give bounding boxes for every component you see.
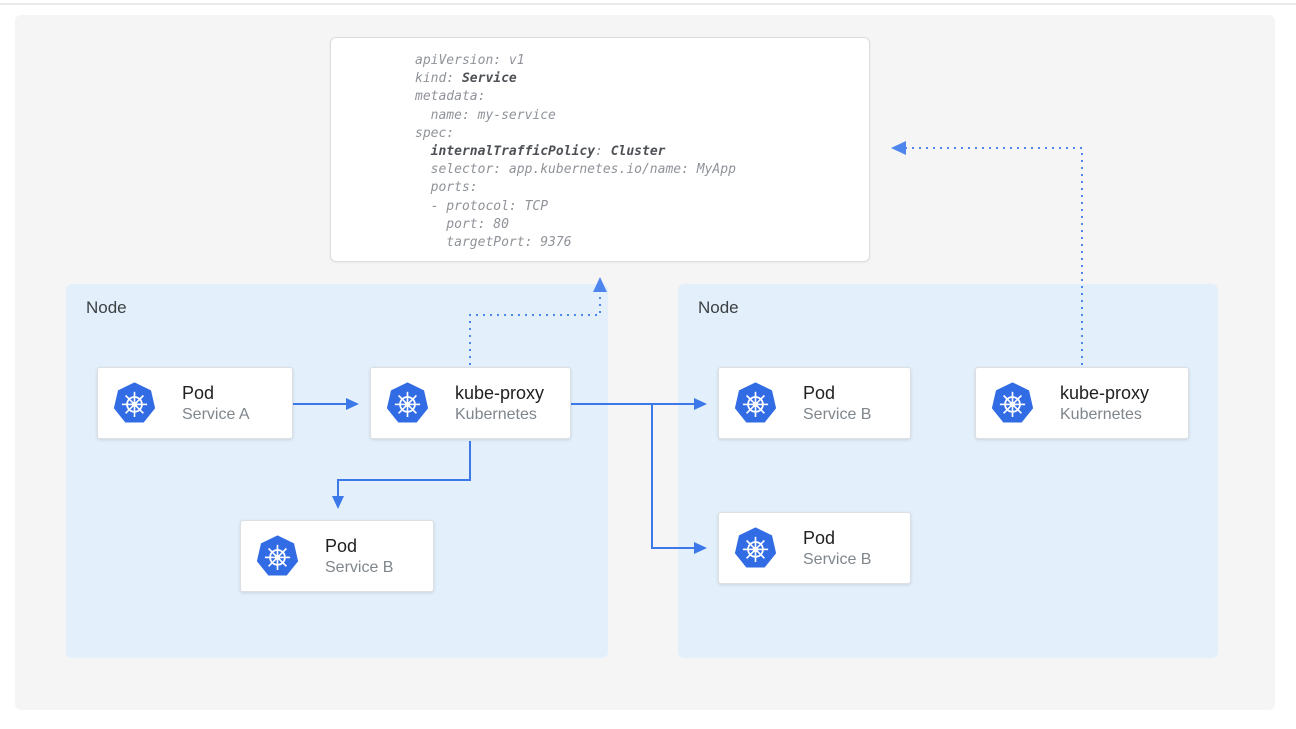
kube-proxy-right-box: kube-proxy Kubernetes [975,367,1189,439]
yaml-line: selector: app.kubernetes.io/name: MyApp [415,162,736,178]
pod-service-b-right-top-box: Pod Service B [718,367,911,439]
kubernetes-icon [990,381,1035,426]
kube-proxy-subtitle: Kubernetes [455,405,537,423]
pod-subtitle: Service B [803,550,872,568]
yaml-line: apiVersion: v1 [415,53,525,68]
yaml-line: name: my-service [415,107,556,123]
pod-service-a-box: Pod Service A [97,367,293,439]
yaml-line: - protocol: TCP [415,198,549,214]
pod-title: Pod [325,535,358,556]
pod-title: Pod [182,382,215,403]
node-label: Node [698,298,739,317]
yaml-line: port: 80 [415,216,509,232]
kube-proxy-title: kube-proxy [455,382,545,403]
kube-proxy-subtitle: Kubernetes [1060,405,1142,423]
kubernetes-icon [255,534,300,579]
node-label: Node [86,298,127,317]
pod-title: Pod [803,527,836,548]
kubernetes-icon [733,381,778,426]
page-top-divider [0,3,1296,5]
yaml-line: metadata: [415,89,486,105]
pod-title: Pod [803,382,836,403]
pod-service-b-left-box: Pod Service B [240,520,434,592]
yaml-line: ports: [415,180,478,196]
node-left: Node [66,284,608,658]
pod-service-b-right-bottom-box: Pod Service B [718,512,911,584]
yaml-line: spec: [415,125,455,141]
node-right: Node [678,284,1218,658]
service-yaml-card: apiVersion: v1 kind: Service metadata: n… [330,37,870,262]
kubernetes-icon [385,381,430,426]
yaml-line: kind: Service [415,71,517,87]
kube-proxy-title: kube-proxy [1060,382,1150,403]
kube-proxy-left-box: kube-proxy Kubernetes [370,367,571,439]
yaml-line: targetPort: 9376 [415,235,572,251]
pod-subtitle: Service A [182,405,250,423]
pod-subtitle: Service B [325,558,394,576]
yaml-line-internal-traffic-policy: internalTrafficPolicy: Cluster [430,144,666,160]
kubernetes-icon [733,526,778,571]
pod-subtitle: Service B [803,405,872,423]
kubernetes-icon [112,381,157,426]
